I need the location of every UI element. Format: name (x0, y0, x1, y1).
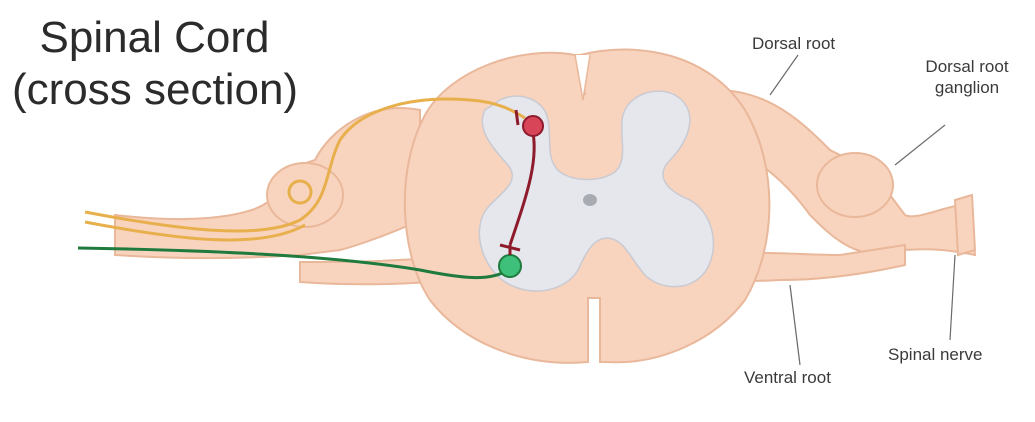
leader-dorsal-root-ganglion (895, 125, 945, 165)
leader-ventral-root (790, 285, 800, 365)
dorsal-root-ganglion-right (817, 153, 893, 217)
central-canal (583, 194, 597, 206)
label-spinal-nerve: Spinal nerve (888, 344, 983, 365)
leader-spinal-nerve (950, 255, 955, 340)
label-drg-line-2: ganglion (917, 77, 1017, 98)
title-line-2: (cross section) (12, 64, 297, 116)
spinal-nerve-right (955, 195, 975, 255)
label-ventral-root: Ventral root (744, 367, 831, 388)
diagram-title: Spinal Cord (cross section) (12, 12, 297, 116)
title-line-1: Spinal Cord (12, 12, 297, 64)
label-drg-line-1: Dorsal root (917, 56, 1017, 77)
interneuron-dendrite (516, 110, 518, 125)
leader-dorsal-root (770, 55, 798, 95)
label-dorsal-root: Dorsal root (752, 33, 835, 54)
label-dorsal-root-ganglion: Dorsal root ganglion (917, 56, 1017, 98)
interneuron-soma (523, 116, 543, 136)
motor-neuron-soma (499, 255, 521, 277)
